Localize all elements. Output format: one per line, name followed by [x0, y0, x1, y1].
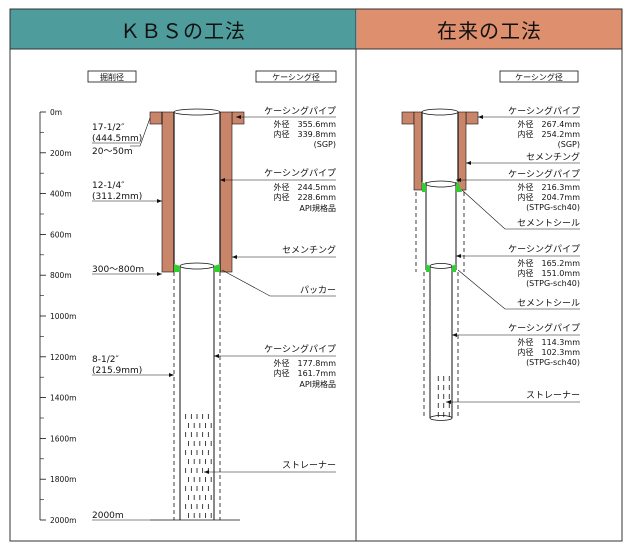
- packer-right: [214, 264, 220, 272]
- conv-casing1-od: 外径 267.4mm: [518, 119, 581, 129]
- depth-tick-label: 800m: [50, 271, 72, 280]
- r-annulus-cement-left: [413, 111, 423, 191]
- outer-border: [9, 8, 623, 542]
- r-seal2-right: [452, 264, 456, 272]
- conv-casing4-name: ケーシングパイプ: [508, 322, 580, 334]
- conv-casing2-spec: (STPG-sch40): [526, 203, 580, 212]
- bottom-depth: 2000m: [92, 511, 124, 521]
- left-casing-dia-box: [255, 70, 337, 83]
- right-strainer-slots: [437, 376, 450, 417]
- bore1-size: 17-1/2″: [92, 123, 125, 133]
- bore1-range: 20～50m: [92, 147, 133, 157]
- depth-tick-label: 0m: [50, 108, 62, 117]
- conventional-method-title: 在来の工法: [437, 18, 542, 43]
- surface-cement-left: [149, 111, 163, 125]
- conv-casing2-name: ケーシングパイプ: [508, 168, 580, 180]
- conventional-method-header: 在来の工法: [357, 9, 622, 49]
- conv-cementing: セメンチング: [526, 151, 580, 163]
- kbs-casing2-id: 内径 228.6mm: [274, 192, 337, 202]
- bore2-metric: (311.2mm): [92, 192, 142, 202]
- conv-casing3-id: 内径 151.0mm: [518, 268, 581, 278]
- conv-seal2: セメントシール: [517, 298, 580, 309]
- surface-cement-right: [231, 111, 245, 125]
- depth-tick-label: 1600m: [50, 434, 76, 443]
- conv-casing1-id: 内径 254.2mm: [518, 129, 581, 139]
- casing3-top: [179, 262, 215, 270]
- depth-scale: 0m 200m 400m 600m 800m 1000m 1200m 1400m 1600m 18…: [40, 108, 76, 525]
- kbs-casing3-od: 外径 177.8mm: [274, 358, 337, 368]
- depth-tick-label: 1800m: [50, 475, 76, 484]
- boring-dia-box: [87, 70, 137, 83]
- r-casing1-top: [421, 108, 459, 116]
- bore3-size: 8-1/2″: [92, 355, 119, 365]
- annulus-cement-left: [161, 111, 175, 273]
- r-seal2-left: [426, 264, 430, 272]
- conv-casing3-spec: (STPG-sch40): [526, 279, 580, 288]
- kbs-casing1-od: 外径 355.6mm: [274, 119, 337, 129]
- annulus-cement-right: [219, 111, 233, 273]
- conv-casing3-od: 外径 165.2mm: [518, 258, 581, 268]
- conv-strainer: ストレーナー: [526, 390, 580, 401]
- conv-casing4-spec: (STPG-sch40): [526, 358, 580, 367]
- r-seal1-left: [422, 182, 426, 192]
- conv-casing2-id: 内径 204.7mm: [518, 192, 581, 202]
- conv-casing4-od: 外径 114.3mm: [518, 337, 581, 347]
- right-casing-dia-heading: ケーシング径: [515, 72, 563, 82]
- kbs-casing1-name: ケーシングパイプ: [264, 105, 336, 117]
- bore-range2: 300～800m: [92, 265, 144, 275]
- left-strainer-slots: [185, 414, 212, 518]
- bore1-metric: (444.5mm): [92, 134, 142, 144]
- kbs-casing3-spec: API規格品: [299, 379, 336, 389]
- depth-tick-label: 2000m: [50, 516, 76, 525]
- depth-tick-label: 1400m: [50, 394, 76, 403]
- kbs-method-header: ＫＢＳの工法: [10, 9, 356, 49]
- bore2-size: 12-1/4″: [92, 181, 125, 191]
- bore3-metric: (215.9mm): [92, 366, 142, 376]
- conv-casing2-od: 外径 216.3mm: [518, 182, 581, 192]
- conv-casing1-spec: (SGP): [558, 140, 580, 149]
- conv-casing4-id: 内径 102.3mm: [518, 347, 581, 357]
- r-casing3-top: [429, 263, 453, 269]
- casing2-top: [173, 108, 221, 116]
- kbs-casing3-id: 内径 161.7mm: [274, 368, 337, 378]
- boring-dia-heading: 掘削径: [100, 72, 124, 82]
- r-seal1-right: [456, 182, 462, 192]
- kbs-method-title: ＫＢＳの工法: [120, 18, 246, 43]
- kbs-casing3-name: ケーシングパイプ: [264, 343, 336, 355]
- conv-casing1-name: ケーシングパイプ: [508, 105, 580, 117]
- conv-seal1: セメントシール: [517, 218, 580, 229]
- r-casing2-top: [425, 180, 457, 188]
- kbs-packer: パッカー: [300, 285, 336, 296]
- depth-tick-label: 600m: [50, 230, 72, 239]
- depth-tick-label: 1200m: [50, 353, 76, 362]
- kbs-casing2-name: ケーシングパイプ: [264, 167, 336, 179]
- right-casing-dia-box: [499, 70, 579, 83]
- depth-tick-label: 1000m: [50, 312, 76, 321]
- depth-tick-label: 400m: [50, 190, 72, 199]
- conv-casing3-name: ケーシングパイプ: [508, 243, 580, 255]
- packer-left: [174, 264, 180, 272]
- kbs-strainer: ストレーナー: [282, 460, 336, 471]
- kbs-casing1-id: 内径 339.8mm: [274, 129, 337, 139]
- kbs-casing2-spec: API規格品: [299, 203, 336, 213]
- kbs-cementing: セメンチング: [282, 244, 336, 256]
- r-annulus-cement-right: [457, 111, 467, 191]
- left-casing-dia-heading: ケーシング径: [272, 72, 320, 82]
- kbs-casing2-od: 外径 244.5mm: [274, 182, 337, 192]
- kbs-casing1-spec: (SGP): [314, 140, 336, 149]
- depth-tick-label: 200m: [50, 149, 72, 158]
